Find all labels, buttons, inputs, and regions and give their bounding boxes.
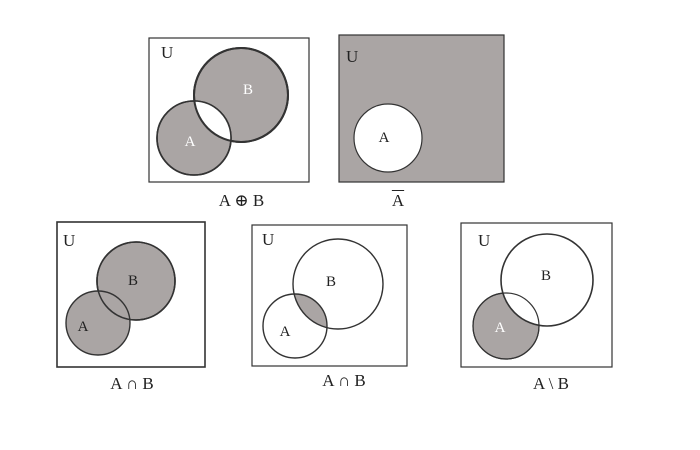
set-b-outline — [96, 241, 176, 321]
diagram-symmetric-difference: U B A — [148, 37, 310, 183]
set-b-label: B — [243, 82, 253, 98]
diagram-difference: U B A — [460, 222, 613, 368]
universe-box — [251, 224, 408, 367]
set-b-circle — [292, 238, 384, 330]
set-b-label: B — [326, 274, 336, 290]
universe-label: U — [346, 47, 358, 66]
set-b-circle — [500, 233, 594, 327]
universe-label: U — [262, 230, 274, 249]
set-b-label: B — [128, 273, 138, 289]
set-a-circle — [353, 103, 423, 173]
diagram-intersection-2: U B A — [251, 224, 408, 367]
set-a-label: A — [78, 319, 89, 335]
intersection-region — [194, 101, 231, 142]
diagram-intersection-1: U B A — [56, 221, 206, 368]
caption-difference: A \ B — [533, 374, 569, 393]
set-a-outline — [472, 292, 540, 360]
diagram-complement: U A — [338, 34, 505, 183]
caption-intersection-2: A ∩ B — [322, 371, 366, 390]
caption-intersection-1: A ∩ B — [110, 374, 154, 393]
set-a-label: A — [379, 130, 390, 146]
universe-label: U — [63, 231, 75, 250]
set-b-outline — [193, 47, 289, 143]
set-a-label: A — [495, 320, 506, 336]
set-a-circle — [262, 293, 328, 359]
set-b-label: B — [541, 268, 551, 284]
universe-label: U — [478, 231, 490, 250]
set-a-label: A — [185, 134, 196, 150]
caption-complement: A — [391, 191, 405, 210]
universe-label: U — [161, 43, 173, 62]
caption-symmetric-difference: A ⊕ B — [218, 191, 265, 210]
set-a-circle — [65, 290, 131, 356]
set-a-label: A — [280, 324, 291, 340]
